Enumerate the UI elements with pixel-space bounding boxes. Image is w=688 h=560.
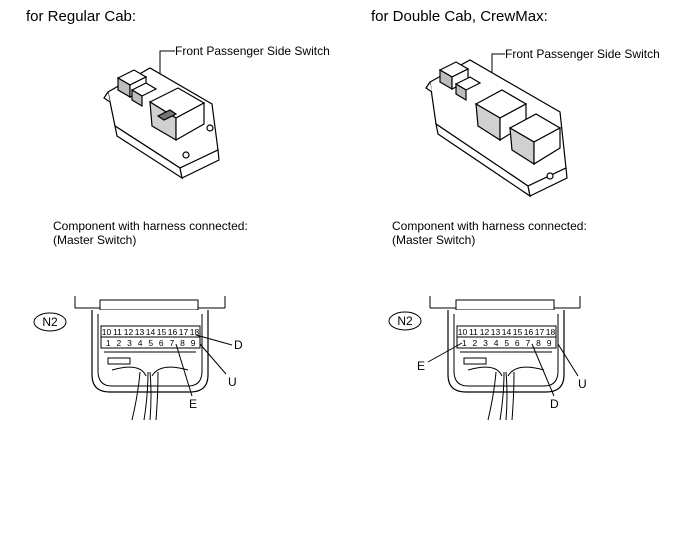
left-pin-top: 17	[179, 327, 189, 337]
left-pin-bottom: 9	[191, 338, 196, 348]
left-pin-bottom: 4	[138, 338, 143, 348]
right-connector-id-oval	[388, 311, 422, 331]
right-caption-line1: Component with harness connected:	[392, 219, 587, 233]
left-connector-id: N2	[42, 315, 58, 329]
right-pin-top: 17	[535, 327, 545, 337]
left-pin-bottom: 5	[148, 338, 153, 348]
right-pin-bottom: 4	[494, 338, 499, 348]
left-pin-bottom: 7	[170, 338, 175, 348]
left-pin-top: 10	[102, 327, 112, 337]
left-pin-bottom: 6	[159, 338, 164, 348]
left-pin-bottom: 2	[117, 338, 122, 348]
left-pin-top: 18	[190, 327, 200, 337]
left-pin-top: 11	[113, 327, 122, 337]
right-pin-top: 16	[524, 327, 534, 337]
left-callout-label: Front Passenger Side Switch	[175, 44, 330, 58]
left-pin-top: 12	[124, 327, 134, 337]
left-pin-top: 15	[157, 327, 167, 337]
left-caption-line2: (Master Switch)	[53, 233, 137, 247]
right-pin-bottom: 3	[483, 338, 488, 348]
right-pin-top: 14	[502, 327, 512, 337]
right-pin-bottom: 8	[536, 338, 541, 348]
right-callout-label: Front Passenger Side Switch	[505, 47, 660, 61]
right-pin-bottom: 1	[462, 338, 467, 348]
right-pin-top: 10	[458, 327, 468, 337]
left-connector-id-oval	[33, 312, 67, 332]
right-label-u: U	[578, 377, 587, 391]
right-label-e: E	[417, 359, 425, 373]
left-label-e: E	[189, 397, 197, 411]
left-pin-bottom: 8	[180, 338, 185, 348]
right-label-d: D	[550, 397, 559, 411]
right-pin-top: 18	[546, 327, 556, 337]
left-pin-bottom: 1	[106, 338, 111, 348]
right-pin-bottom: 9	[547, 338, 552, 348]
right-section-title: for Double Cab, CrewMax:	[371, 8, 548, 25]
left-label-u: U	[228, 375, 237, 389]
right-pin-bottom: 5	[504, 338, 509, 348]
left-label-d: D	[234, 338, 243, 352]
left-section-title: for Regular Cab:	[26, 8, 137, 25]
right-caption-line2: (Master Switch)	[392, 233, 476, 247]
right-pin-top: 11	[469, 327, 478, 337]
left-pin-top: 13	[135, 327, 145, 337]
left-pin-top: 16	[168, 327, 178, 337]
right-pin-bottom: 2	[473, 338, 478, 348]
left-pin-top: 14	[146, 327, 156, 337]
right-pin-bottom: 7	[526, 338, 531, 348]
left-pin-bottom: 3	[127, 338, 132, 348]
right-pin-top: 12	[480, 327, 490, 337]
right-pin-top: 15	[513, 327, 523, 337]
right-pin-top: 13	[491, 327, 501, 337]
right-pin-bottom: 6	[515, 338, 520, 348]
right-connector-id: N2	[397, 314, 413, 328]
left-caption-line1: Component with harness connected:	[53, 219, 248, 233]
